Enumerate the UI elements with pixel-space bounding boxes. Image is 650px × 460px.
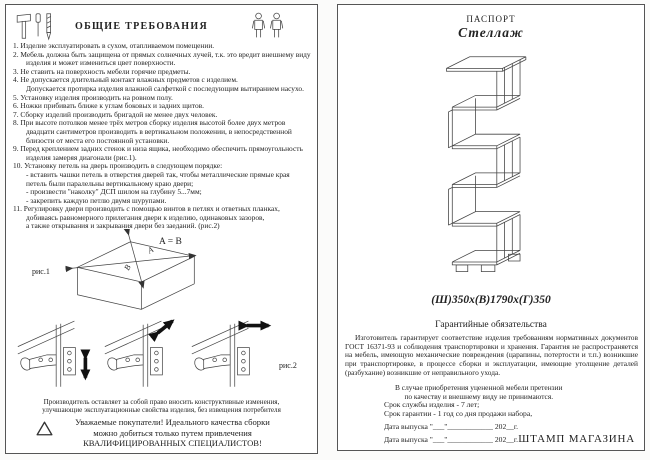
page-title: ОБЩИЕ ТРЕБОВАНИЯ [75,20,208,32]
warranty-period-line: Срок гарантии - 1 год со дня продажи наб… [384,409,533,418]
warranty-section-title: Гарантийные обязательства [435,320,547,330]
issue-date-line: Дата выпуска "___"____________ 202__г. [384,435,518,444]
manufacturer-note: Производитель оставляет за собой право в… [42,398,281,414]
product-name: Стеллаж [458,25,524,40]
figure-1-block: рис.1 A B A = B [6,229,317,313]
list-item: 1. Изделие эксплуатировать в сухом, отап… [13,41,215,50]
diagonal-a-label: A [145,245,156,256]
figure-2-caption: рис.2 [279,361,297,370]
passport-page: ПАСПОРТ Стеллаж (Ш)350х(В)1790х(Г)3 [337,4,645,451]
issue-date-line: Дата выпуска "___"____________ 202__г. [384,422,518,431]
two-people-icon [252,12,284,38]
list-item: 10. Установку петель на дверь производит… [13,161,290,205]
diagonal-b-label: B [122,263,132,272]
warning-triangle-icon [36,421,53,436]
discount-claims-note: В случае приобретения уцененной мебели п… [395,383,563,401]
list-item: 4. Не допускается длительный контакт вла… [13,75,304,93]
list-item: 7. Сборку изделий производить бригадой н… [13,109,218,119]
list-item: 11. Регулировку двери производить с помо… [13,204,280,231]
list-item: 8. При высоте потолков менее трёх метров… [13,118,292,145]
fig1-box-diagonals-drawing: A B [65,229,197,310]
warranty-text: Изготовитель гарантирует соответствие из… [345,333,638,377]
figure-1-caption: рис.1 [32,267,50,276]
warning-text: Уважаемые покупатели! Идеального качеств… [75,417,270,448]
service-life-line: Срок службы изделия - 7 лет; [384,400,480,409]
list-item: 2. Мебель должна быть защищена от прямых… [13,49,311,68]
diagonals-equality-formula: A = B [159,237,182,247]
tools-icon [16,13,52,41]
store-stamp-label: ШТАМП МАГАЗИНА [518,433,635,445]
list-item: 6. Ножки прибивать ближе к углам боковых… [13,101,205,111]
warning-block: Уважаемые покупатели! Идеального качеств… [6,417,317,449]
figure-2-block: рис.2 [16,311,319,397]
hinge-adjustment-horizontal-drawing [191,320,272,388]
hinge-adjustment-vertical-drawing [17,320,91,388]
passport-title: ПАСПОРТ [466,14,516,24]
shelving-unit-drawing [446,56,527,273]
hinge-adjustment-diagonal-drawing [104,319,175,388]
requirements-list: 1. Изделие эксплуатировать в сухом, отап… [13,41,314,231]
left-page-header: ОБЩИЕ ТРЕБОВАНИЯ [6,10,317,42]
list-item: 9. Перед креплением задних стенок и низа… [13,144,303,162]
list-item: 3. Не ставить на поверхность мебели горя… [13,66,191,76]
product-dimensions: (Ш)350х(В)1790х(Г)350 [431,294,551,306]
general-requirements-page: ОБЩИЕ ТРЕБОВАНИЯ 1. Изделие эксплуатиров… [5,4,318,454]
list-item: 5. Установку изделия производить на ровн… [13,92,173,102]
